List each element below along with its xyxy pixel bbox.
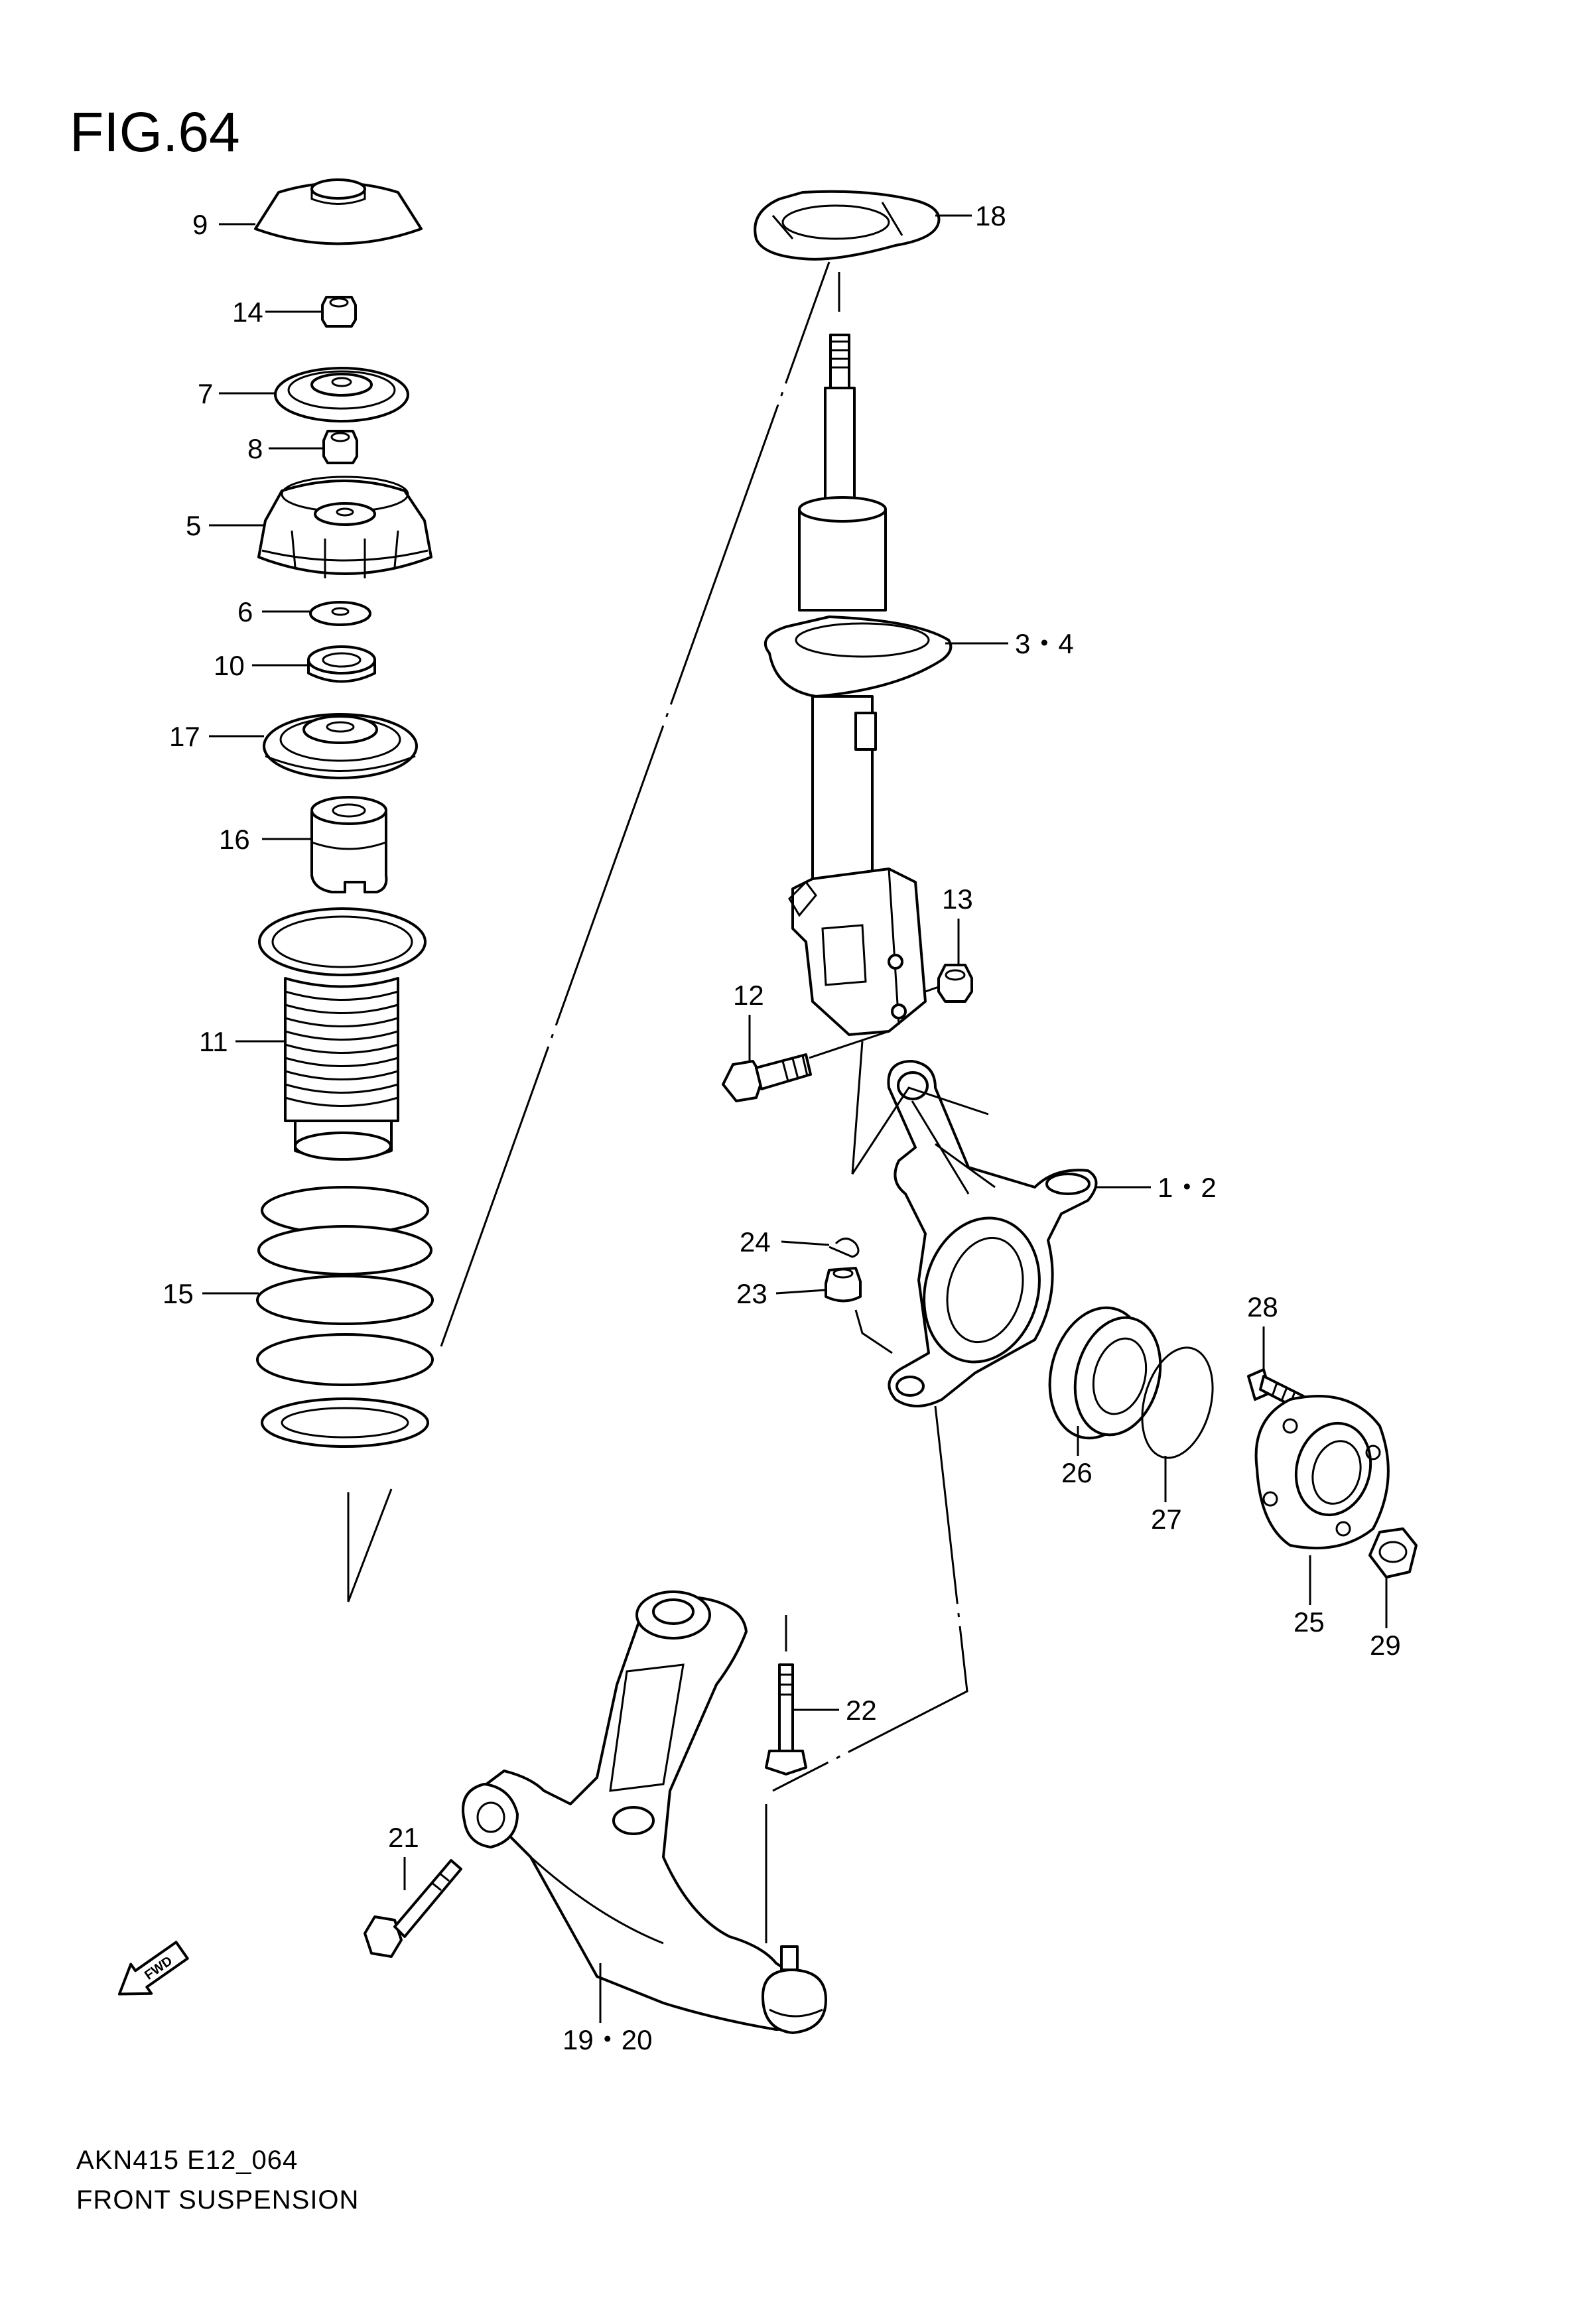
callout-25: 25 — [1294, 1606, 1325, 1638]
callout-18: 18 — [975, 200, 1006, 231]
part-21-bolt — [364, 1859, 462, 1958]
callout-7: 7 — [198, 378, 213, 409]
part-16-bump-stop — [310, 796, 388, 893]
callout-23: 23 — [736, 1278, 767, 1309]
callout-12: 12 — [733, 980, 764, 1011]
part-24-cotter-pin — [829, 1238, 860, 1258]
callout-11: 11 — [199, 1026, 228, 1057]
part-1-2-steering-knuckle — [887, 1060, 1098, 1407]
callout-17: 17 — [169, 721, 200, 752]
part-10-bearing — [307, 645, 376, 683]
strut-piston-rod — [824, 334, 856, 512]
callout-5: 5 — [186, 510, 201, 541]
part-19-20-lower-control-arm — [462, 1590, 817, 2031]
fwd-arrow-icon: FWD — [117, 1941, 189, 1996]
guide-line-strut-knuckle — [851, 1041, 989, 1175]
callout-19-20: 19・20 — [563, 2024, 652, 2055]
figure-title: FIG.64 — [70, 101, 240, 163]
callout-27: 27 — [1151, 1504, 1182, 1535]
callout-22: 22 — [846, 1695, 877, 1726]
part-12-bolt — [722, 1053, 812, 1102]
part-3-4-strut-assembly — [763, 496, 953, 1036]
part-25-wheel-hub — [1254, 1395, 1390, 1550]
guide-line-nut-23 — [854, 1309, 893, 1354]
leader-lines — [202, 214, 1388, 2023]
guide-line-spring-bottom — [347, 1488, 393, 1602]
part-17-spring-seat — [263, 713, 418, 779]
callout-26: 26 — [1061, 1457, 1093, 1488]
callout-16: 16 — [219, 824, 250, 855]
callout-10: 10 — [214, 650, 245, 681]
callout-8: 8 — [247, 433, 263, 464]
callout-3-4: 3・4 — [1015, 628, 1074, 659]
figure-code: AKN415 E12_064 — [76, 2146, 298, 2175]
callout-13: 13 — [942, 883, 973, 915]
callout-15: 15 — [163, 1278, 194, 1309]
part-13-nut — [937, 964, 973, 1003]
part-5-strut-mount — [257, 476, 432, 578]
callout-6: 6 — [237, 596, 253, 627]
part-23-castle-nut — [825, 1267, 862, 1303]
guide-line-bolt-12 — [809, 1030, 890, 1059]
callout-9: 9 — [192, 209, 208, 240]
part-18-upper-seat — [754, 190, 941, 261]
figure-name: FRONT SUSPENSION — [76, 2185, 359, 2215]
guide-line-nut-13 — [925, 986, 939, 993]
part-14-nut — [321, 296, 357, 328]
part-9-strut-cap — [254, 178, 423, 245]
part-26-wheel-bearing — [1048, 1306, 1162, 1440]
callout-1-2: 1・2 — [1158, 1172, 1217, 1203]
callout-29: 29 — [1370, 1630, 1401, 1661]
part-15-coil-spring — [256, 1186, 434, 1448]
part-11-dust-boot — [258, 907, 427, 1161]
part-29-hub-nut — [1368, 1527, 1418, 1579]
part-6-washer — [309, 601, 371, 626]
part-27-snap-ring — [1141, 1346, 1214, 1459]
callout-28: 28 — [1247, 1291, 1278, 1323]
part-22-bolt — [765, 1663, 807, 1775]
part-8-nut — [322, 430, 358, 464]
callout-24: 24 — [740, 1226, 771, 1258]
ball-joint — [762, 1945, 827, 2034]
callout-14: 14 — [232, 296, 263, 328]
guide-line-spring-to-seat — [440, 261, 830, 1347]
callout-21: 21 — [388, 1822, 419, 1853]
guide-line-knuckle-arm — [772, 1405, 968, 1792]
part-7-washer-plate — [274, 367, 409, 422]
